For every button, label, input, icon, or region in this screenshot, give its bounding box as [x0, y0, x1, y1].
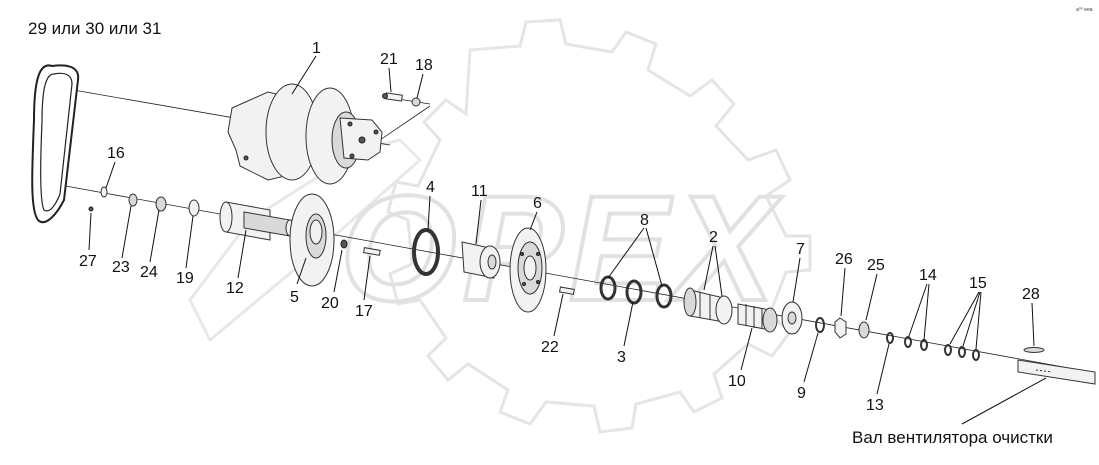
part-15-ring-b — [958, 346, 966, 358]
callout-23: 23 — [112, 259, 130, 276]
part-18-nut — [411, 97, 421, 107]
callout-20: 20 — [321, 295, 339, 312]
callout-labels: 1 21 18 16 4 11 6 8 2 7 26 25 14 15 28 2… — [79, 40, 1040, 414]
leader-lines — [88, 55, 1047, 425]
callout-4: 4 — [426, 179, 435, 196]
callout-12: 12 — [226, 280, 244, 297]
callout-2: 2 — [709, 229, 718, 246]
part-3-ring — [625, 279, 643, 305]
part-22-bolt — [558, 286, 575, 295]
callout-6: 6 — [533, 195, 542, 212]
callout-19: 19 — [176, 270, 194, 287]
v-belt-outer — [31, 64, 80, 223]
part-21-bolt — [382, 92, 403, 102]
callout-24: 24 — [140, 264, 158, 281]
part-23-nut — [128, 193, 138, 207]
part-7-disc — [781, 301, 803, 335]
part-17-bolt — [363, 247, 381, 256]
callout-25: 25 — [867, 257, 885, 274]
part-2-bushing — [683, 287, 733, 325]
part-15-ring-a — [944, 344, 952, 356]
callout-17: 17 — [355, 303, 373, 320]
callout-3: 3 — [617, 349, 626, 366]
part-27-pin — [88, 206, 94, 212]
v-belt — [31, 64, 80, 223]
callout-28: 28 — [1022, 286, 1040, 303]
part-13-ring — [886, 332, 894, 344]
part-9-washer — [815, 317, 825, 333]
v-belt-inner — [40, 72, 73, 212]
callout-22: 22 — [541, 339, 559, 356]
callout-5: 5 — [290, 289, 299, 306]
part-5-pulley-disc — [289, 193, 335, 287]
callout-27: 27 — [79, 253, 97, 270]
part-20-nut — [340, 239, 348, 249]
callout-11: 11 — [471, 183, 488, 200]
callout-16: 16 — [107, 145, 125, 162]
part-15-ring-c — [972, 349, 980, 361]
drive-belt-label: 29 или 30 или 31 — [28, 19, 161, 38]
callout-21: 21 — [380, 51, 398, 68]
callout-7: 7 — [796, 241, 805, 258]
callout-15: 15 — [969, 275, 987, 292]
part-6-pulley — [509, 227, 547, 313]
axis-line-upper-flange — [379, 105, 431, 141]
part-16-washer — [100, 186, 108, 198]
part-10-bearing — [737, 303, 778, 333]
callout-14: 14 — [919, 267, 937, 284]
part-19-washer — [188, 199, 200, 217]
part-1-pulley-housing — [227, 83, 383, 185]
part-8-ring-a — [599, 275, 617, 301]
part-4-ring — [412, 228, 440, 276]
callout-8: 8 — [640, 212, 649, 229]
part-14-ring-a — [904, 336, 912, 348]
part-26-lockwasher — [834, 317, 847, 339]
watermark-outer-tab — [188, 138, 423, 343]
callout-13: 13 — [866, 397, 884, 414]
callout-10: 10 — [728, 373, 746, 390]
callout-1: 1 — [312, 40, 321, 57]
corner-mark: a⁰⁰ eea — [1076, 7, 1093, 13]
part-24-nut — [155, 196, 167, 212]
fan-shaft — [1017, 359, 1096, 385]
part-12-splined-hub — [219, 201, 295, 241]
callout-9: 9 — [797, 385, 806, 402]
fan-shaft-label: Вал вентилятора очистки — [852, 428, 1053, 447]
part-25-nut — [858, 321, 870, 339]
callout-26: 26 — [835, 251, 853, 268]
part-28-key — [1023, 347, 1045, 353]
watermark-gear-outline — [386, 18, 812, 434]
part-8-ring-b — [655, 283, 673, 309]
part-11-hub — [461, 241, 501, 279]
callout-18: 18 — [415, 57, 433, 74]
